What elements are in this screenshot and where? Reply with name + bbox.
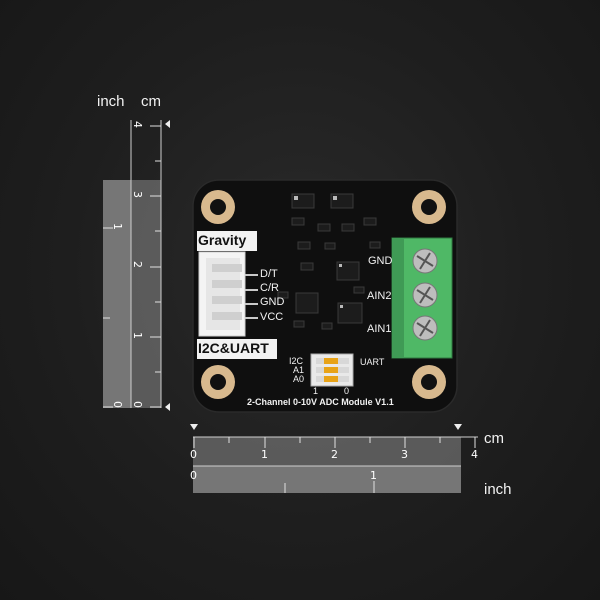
horizontal-ruler-cm-label: cm xyxy=(484,430,504,447)
mounting-holes xyxy=(201,190,446,399)
vertical-ruler-cm-label: cm xyxy=(141,93,161,110)
h-inch-tick-0: 0 xyxy=(190,469,197,482)
pin-label-gnd: GND xyxy=(260,296,285,308)
pin-label-dt: D/T xyxy=(260,268,278,280)
terminal-label-gnd: GND xyxy=(368,255,393,267)
h-cm-tick-3: 3 xyxy=(401,448,408,461)
interface-label: I2C&UART xyxy=(198,340,269,356)
v-cm-tick-3: 3 xyxy=(131,191,144,198)
terminal-label-ain2: AIN2 xyxy=(367,290,392,302)
h-cm-tick-1: 1 xyxy=(261,448,268,461)
brand-label: Gravity xyxy=(198,232,247,248)
h-inch-tick-1: 1 xyxy=(370,469,377,482)
switch-label-a1: A1 xyxy=(293,365,305,375)
h-cm-tick-2: 2 xyxy=(331,448,338,461)
horizontal-ruler-inch-label: inch xyxy=(484,481,512,498)
v-cm-tick-4: 4 xyxy=(131,121,144,128)
vertical-ruler xyxy=(103,120,170,411)
v-cm-tick-1: 1 xyxy=(131,332,144,339)
v-inch-tick-0: 0 xyxy=(111,401,124,408)
v-inch-tick-1: 1 xyxy=(111,223,124,230)
smd-components xyxy=(277,193,381,330)
switch-bottom-0: 0 xyxy=(344,386,350,396)
pcb-board xyxy=(192,179,458,413)
vertical-ruler-inch-label: inch xyxy=(97,93,125,110)
gravity-connector xyxy=(198,251,258,337)
switch-label-i2c: I2C xyxy=(289,356,304,366)
dip-switch xyxy=(310,353,354,387)
v-cm-tick-2: 2 xyxy=(131,261,144,268)
horizontal-ruler xyxy=(190,424,478,493)
switch-label-a0: A0 xyxy=(293,374,305,384)
switch-bottom-1: 1 xyxy=(313,386,319,396)
h-cm-tick-0: 0 xyxy=(190,448,197,461)
pin-label-vcc: VCC xyxy=(260,311,284,323)
board-title: 2-Channel 0-10V ADC Module V1.1 xyxy=(247,397,394,407)
terminal-label-ain1: AIN1 xyxy=(367,323,392,335)
pin-label-cr: C/R xyxy=(260,282,279,294)
switch-label-uart: UART xyxy=(360,357,385,367)
h-cm-tick-4: 4 xyxy=(471,448,478,461)
screw-terminal xyxy=(391,237,453,359)
v-cm-tick-0: 0 xyxy=(131,401,144,408)
